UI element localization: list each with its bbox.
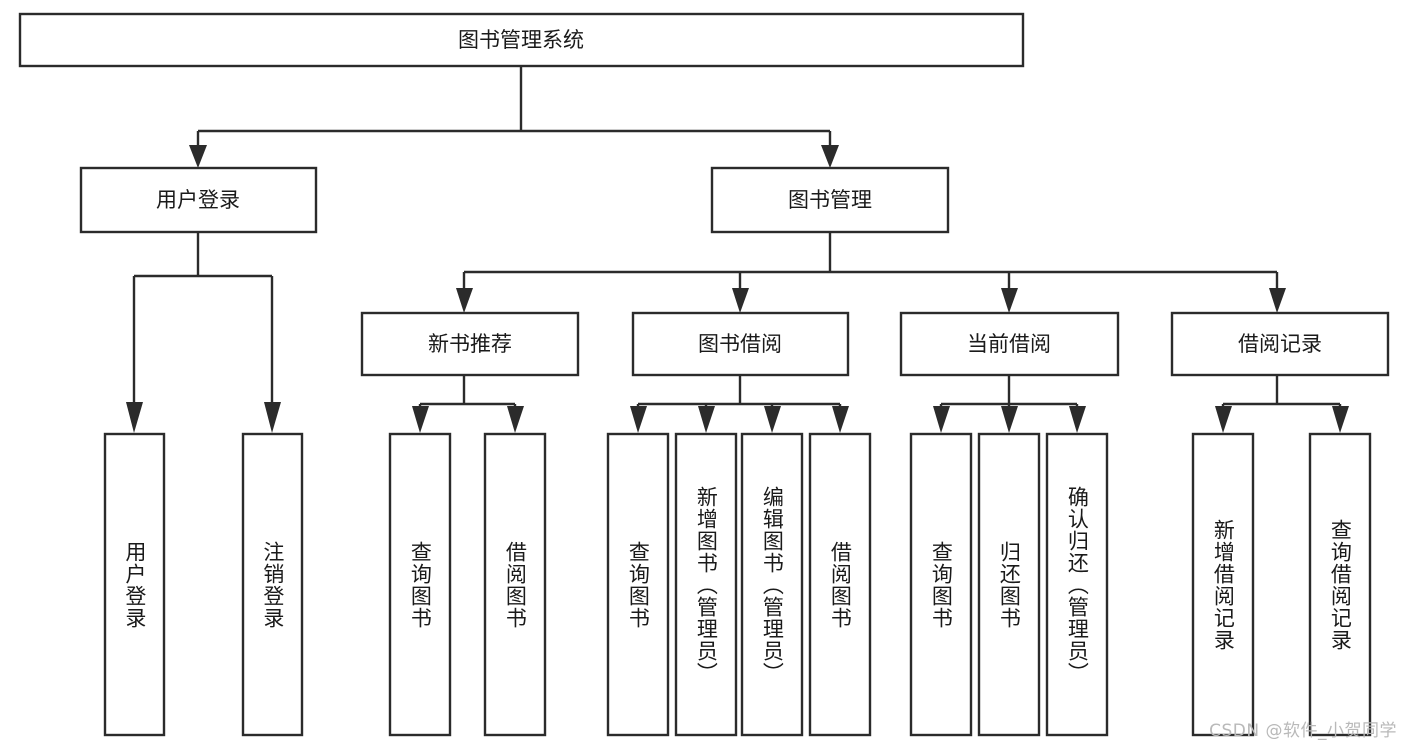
node-leaf-confirm-return-box[interactable] bbox=[1045, 432, 1109, 737]
node-borrow-record-label: 借阅记录 bbox=[1238, 332, 1322, 356]
node-leaf-edit-book-box[interactable] bbox=[740, 432, 804, 737]
arrowhead-leaf-query-record bbox=[1332, 406, 1349, 433]
node-new-book-recommend-box[interactable] bbox=[360, 311, 580, 377]
arrowhead-leaf-user-login bbox=[126, 402, 143, 433]
node-leaf-add-record-box[interactable] bbox=[1191, 432, 1255, 737]
arrowhead-leaf-add-record bbox=[1215, 406, 1232, 433]
arrowhead-book-borrow bbox=[732, 288, 749, 313]
arrowhead-current-borrow bbox=[1001, 288, 1018, 313]
node-leaf-query-book-1-box[interactable] bbox=[388, 432, 452, 737]
watermark-text: CSDN @软件_小贺同学 bbox=[1209, 721, 1397, 741]
arrowhead-book-management bbox=[821, 145, 839, 168]
arrowhead-borrow-record bbox=[1269, 288, 1286, 313]
arrowhead-leaf-logout-login bbox=[264, 402, 281, 433]
node-book-borrow-label: 图书借阅 bbox=[698, 332, 782, 356]
node-root-label: 图书管理系统 bbox=[458, 28, 584, 52]
node-leaf-borrow-book-1-box[interactable] bbox=[483, 432, 547, 737]
node-leaf-query-book-2-box[interactable] bbox=[606, 432, 670, 737]
node-book-borrow-box[interactable] bbox=[631, 311, 850, 377]
node-root-box[interactable] bbox=[18, 12, 1025, 68]
arrowhead-leaf-borrow-book-2 bbox=[832, 406, 849, 433]
node-user-login-label: 用户登录 bbox=[156, 188, 240, 212]
node-leaf-return-book-box[interactable] bbox=[977, 432, 1041, 737]
node-book-management-box[interactable] bbox=[710, 166, 950, 234]
node-current-borrow-label: 当前借阅 bbox=[967, 332, 1051, 356]
arrowhead-leaf-return-book bbox=[1001, 406, 1018, 433]
node-new-book-recommend-label: 新书推荐 bbox=[428, 332, 512, 356]
node-leaf-query-book-3-box[interactable] bbox=[909, 432, 973, 737]
node-leaf-logout-login-box[interactable] bbox=[241, 432, 304, 737]
node-leaf-add-book-box[interactable] bbox=[674, 432, 738, 737]
node-user-login-box[interactable] bbox=[79, 166, 318, 234]
node-book-management-label: 图书管理 bbox=[788, 188, 872, 212]
node-leaf-user-login-box[interactable] bbox=[103, 432, 166, 737]
node-layer: 图书管理系统 用户登录 图书管理 新书推荐 图书借阅 当前借阅 借阅记录 bbox=[18, 12, 1390, 737]
arrowhead-leaf-confirm-return bbox=[1069, 406, 1086, 433]
node-current-borrow-box[interactable] bbox=[899, 311, 1120, 377]
arrowhead-leaf-edit-book bbox=[764, 406, 781, 433]
arrowhead-leaf-query-book-1 bbox=[412, 406, 429, 433]
arrowhead-user-login bbox=[189, 145, 207, 168]
arrowhead-leaf-add-book bbox=[698, 406, 715, 433]
node-leaf-query-record-box[interactable] bbox=[1308, 432, 1372, 737]
node-leaf-borrow-book-2-box[interactable] bbox=[808, 432, 872, 737]
arrowhead-leaf-query-book-2 bbox=[630, 406, 647, 433]
node-borrow-record-box[interactable] bbox=[1170, 311, 1390, 377]
arrowhead-leaf-borrow-book-1 bbox=[507, 406, 524, 433]
arrowhead-leaf-query-book-3 bbox=[933, 406, 950, 433]
arrowhead-new-book-recommend bbox=[456, 288, 473, 313]
connector-layer bbox=[126, 66, 1349, 433]
